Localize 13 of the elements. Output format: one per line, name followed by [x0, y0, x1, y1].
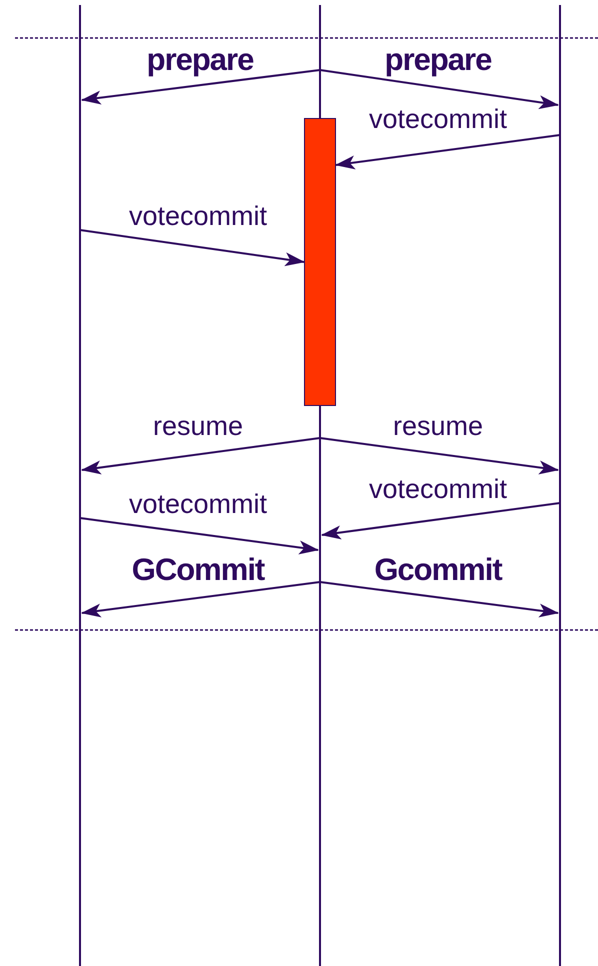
- arrow: [81, 581, 320, 618]
- lifeline: [559, 5, 561, 966]
- arrow: [81, 437, 320, 474]
- activation-bar: [304, 118, 336, 406]
- arrow: [80, 229, 305, 266]
- arrow: [81, 69, 320, 105]
- arrow: [320, 581, 559, 618]
- arrow: [335, 134, 560, 170]
- arrow: [80, 517, 319, 554]
- lifeline: [79, 5, 81, 966]
- arrow: [320, 437, 559, 474]
- arrow: [320, 69, 559, 110]
- arrow: [321, 502, 560, 540]
